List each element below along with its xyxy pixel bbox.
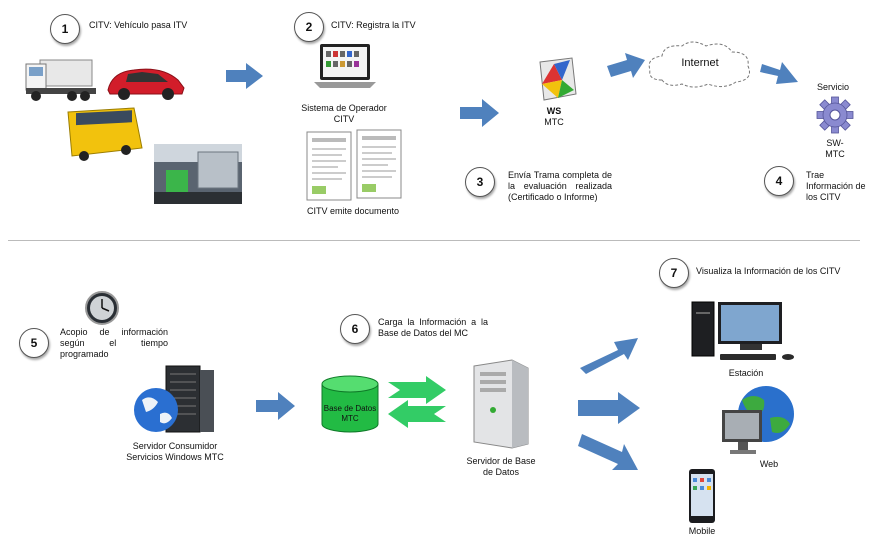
certificate-document-2: [356, 129, 402, 199]
mobile-label: Mobile: [688, 526, 716, 536]
step-6-badge: 6: [340, 314, 370, 344]
step-3-label: Envía Trama completa de la evaluación re…: [508, 170, 612, 202]
red-car-icon: [107, 68, 185, 100]
consumer-server-icon: [134, 365, 214, 433]
operator-system-label: Sistema de Operador CITV: [301, 103, 387, 124]
estacion-label: Estación: [728, 368, 764, 378]
step-4-label: Trae Información de los CITV: [806, 170, 866, 202]
arrow-ws-to-internet: [607, 53, 645, 78]
sync-arrows-icon: [388, 376, 446, 428]
step-3-badge: 3: [465, 167, 495, 197]
web-service-icon: [539, 57, 577, 101]
arrow-internet-to-service: [760, 62, 798, 84]
certificate-document-1: [306, 131, 352, 201]
step-1-badge: 1: [50, 14, 80, 44]
inspection-station-photo: [154, 144, 242, 204]
arrow-operator-to-ws: [460, 99, 499, 127]
globe-icon: [134, 388, 178, 432]
gear-icon: [816, 96, 854, 134]
arrow-vehicles-to-operator: [226, 63, 263, 89]
clock-icon: [85, 291, 119, 325]
web-globe-monitor-icon: [722, 386, 794, 454]
mobile-phone-icon: [689, 469, 715, 523]
arrow-server-to-database: [256, 392, 295, 420]
emits-document-label: CITV emite documento: [306, 206, 400, 216]
step-2-badge: 2: [294, 12, 324, 42]
section-divider: [8, 240, 860, 241]
database-server-label: Servidor de Base de Datos: [466, 456, 536, 477]
bus-icon: [67, 107, 143, 161]
vehicles-illustration: [25, 59, 242, 204]
internet-cloud-icon: [648, 41, 750, 88]
sw-mtc-label: SW- MTC: [825, 138, 845, 159]
arrow-to-mobile: [578, 434, 638, 470]
web-label: Web: [759, 459, 779, 469]
step-2-label: CITV: Registra la ITV: [331, 20, 416, 30]
service-label: Servicio: [816, 82, 849, 92]
certificates-illustration: [306, 129, 402, 201]
internet-label: Internet: [681, 57, 719, 69]
step-7-badge: 7: [659, 258, 689, 288]
database-server-icon: [473, 359, 529, 449]
step-6-label: Carga la Información a la Base de Datos …: [378, 317, 488, 338]
ws-sub-label: MTC: [544, 117, 564, 127]
consumer-server-label: Servidor Consumidor Servicios Windows MT…: [126, 441, 224, 462]
step-1-label: CITV: Vehículo pasa ITV: [89, 20, 188, 30]
step-5-label: Acopio de información según el tiempo pr…: [60, 327, 168, 359]
ws-label: WS: [546, 106, 562, 116]
arrow-to-estacion: [580, 338, 638, 374]
desktop-computer-icon: [691, 301, 794, 360]
step-4-badge: 4: [764, 166, 794, 196]
arrow-to-web: [578, 392, 640, 424]
database-label: Base de Datos MTC: [323, 404, 377, 423]
laptop-icon: [314, 44, 376, 88]
truck-icon: [25, 59, 96, 101]
database-cylinder-icon: [321, 375, 379, 433]
step-5-badge: 5: [19, 328, 49, 358]
step-7-label: Visualiza la Información de los CITV: [696, 266, 841, 276]
